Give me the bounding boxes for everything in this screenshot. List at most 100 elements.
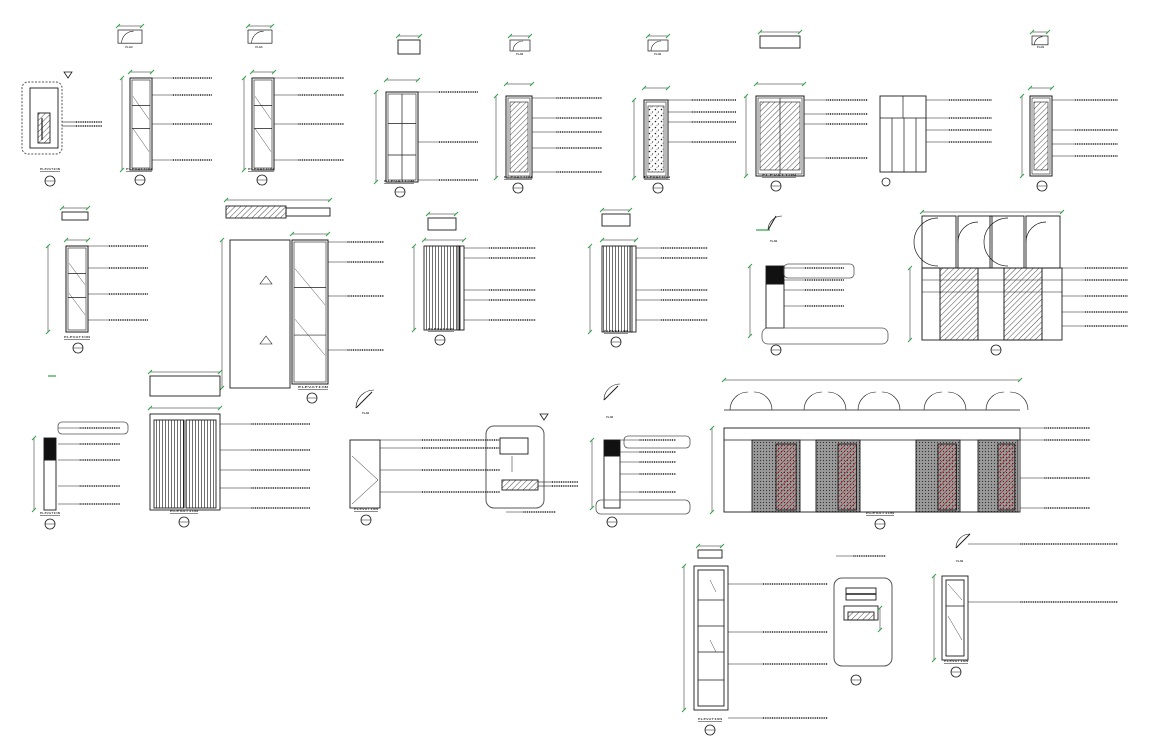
- detail-d13: ELEVATION: [587, 207, 708, 348]
- dimension-tick: [245, 23, 251, 29]
- dimension-tick: [633, 237, 639, 243]
- dimension-tick: [421, 237, 427, 243]
- door-infill: [509, 101, 529, 173]
- detail-d4: ELEVATION: [373, 33, 478, 198]
- level-marker-icon: [63, 71, 73, 79]
- dimension-tick: [599, 207, 605, 213]
- door-leaf: [293, 241, 327, 383]
- plan-outline: [149, 375, 221, 397]
- door-leaf-plan: [955, 533, 971, 549]
- plan-outline: [601, 213, 631, 227]
- dimension-tick: [217, 369, 223, 375]
- dimension-tick: [493, 93, 499, 99]
- dimension-tick: [31, 507, 37, 513]
- detail-d12: ELEVATION: [411, 211, 536, 346]
- door-swing-arc: [512, 40, 524, 52]
- section-frame: [603, 455, 621, 509]
- dimension-tick: [645, 33, 651, 39]
- door-swing-arc: [767, 215, 783, 231]
- door-frame: [251, 77, 275, 171]
- elevation-caption: ELEVATION: [354, 507, 378, 511]
- dimension-tick: [709, 509, 715, 515]
- dimension-tick: [223, 197, 229, 203]
- door-swing-arc: [251, 30, 264, 44]
- door-frame: [29, 87, 59, 149]
- detail-d18: PLAN ELEVATION: [349, 389, 500, 526]
- plan-outline: [247, 29, 273, 44]
- door-frame: [643, 99, 669, 179]
- dimension-tick: [219, 237, 225, 243]
- dimension-tick: [147, 405, 153, 411]
- dimension-tick: [85, 237, 91, 243]
- door-swing-arc: [121, 30, 134, 44]
- revision-cloud: [761, 327, 889, 345]
- dimension-tick: [681, 707, 687, 713]
- dimension-tick: [743, 173, 749, 179]
- door-swing-arc: [1034, 36, 1043, 45]
- dimension-tick: [665, 85, 671, 91]
- glass-mark: [132, 96, 150, 120]
- dimension-tick: [627, 207, 633, 213]
- elevation-caption: ELEVATION: [170, 509, 198, 513]
- elevation-caption: ELEVATION: [40, 167, 60, 171]
- louvered-door: [601, 245, 633, 333]
- detail-d15: [907, 209, 1128, 356]
- detail-d22: ELEVATION: [681, 543, 828, 736]
- plan-caption: PLAN: [362, 411, 369, 415]
- door-swing-arc: [355, 389, 375, 409]
- detail-d19: [485, 413, 578, 513]
- glass-mark: [709, 579, 717, 593]
- dimension-tick: [721, 377, 727, 383]
- glass-mark: [254, 96, 272, 120]
- dimension-tick: [1019, 93, 1025, 99]
- warning-triangle-icon: [259, 275, 273, 285]
- dimension-tick: [139, 23, 145, 29]
- detail-d17: ELEVATION: [147, 369, 310, 528]
- door-leaf-plan: [355, 391, 373, 409]
- dimension-tick: [1017, 377, 1023, 383]
- detail-d1: ELEVATION: [21, 71, 102, 187]
- dimension-tick: [529, 81, 535, 87]
- dimension-tick: [85, 205, 91, 211]
- glass-mark: [947, 615, 963, 641]
- dimension-tick: [709, 425, 715, 431]
- door-swing-arc: [857, 391, 901, 411]
- dimension-tick: [907, 337, 913, 343]
- dimension-tick: [665, 33, 671, 39]
- elevation-caption: ELEVATION: [126, 167, 152, 171]
- door-swing-arc: [603, 383, 621, 401]
- louvered-leaf-right: [185, 419, 217, 509]
- plan-outline: [759, 35, 801, 49]
- elevation-caption: ELEVATION: [644, 175, 670, 179]
- detail-d21: ELEVATION: [709, 377, 1090, 530]
- dimension-tick: [1049, 85, 1055, 91]
- dimension-tick: [931, 573, 937, 579]
- dimension-tick: [411, 327, 417, 333]
- glass-mark: [68, 263, 86, 285]
- glass-mark: [351, 479, 379, 505]
- revision-cloud: [21, 81, 63, 155]
- door-leaf: [507, 97, 531, 177]
- elevation-caption: ELEVATION: [698, 717, 722, 721]
- glass-mark: [351, 455, 379, 481]
- dimension-tick: [289, 231, 295, 237]
- dimension-tick: [493, 175, 499, 181]
- details-layer: ELEVATIONPLANELEVATIONPLANELEVATIONELEVA…: [21, 23, 1128, 736]
- door-leaf-plan: [603, 385, 619, 401]
- door-swing-arc: [985, 391, 1029, 411]
- door-leaf-right: [1003, 267, 1043, 341]
- dimension-tick: [503, 81, 509, 87]
- plan-outline: [697, 549, 723, 559]
- dimension-tick: [631, 97, 637, 103]
- tall-frame: [693, 565, 729, 711]
- marker-circle: [881, 177, 891, 187]
- plan-outline: [225, 205, 287, 219]
- dimension-tick: [63, 237, 69, 243]
- detail-d10: ELEVATION: [45, 205, 148, 354]
- dimension-tick: [241, 167, 247, 173]
- warning-triangle-icon: [259, 335, 273, 345]
- dimension-tick: [507, 33, 513, 39]
- door-frame: [65, 245, 89, 333]
